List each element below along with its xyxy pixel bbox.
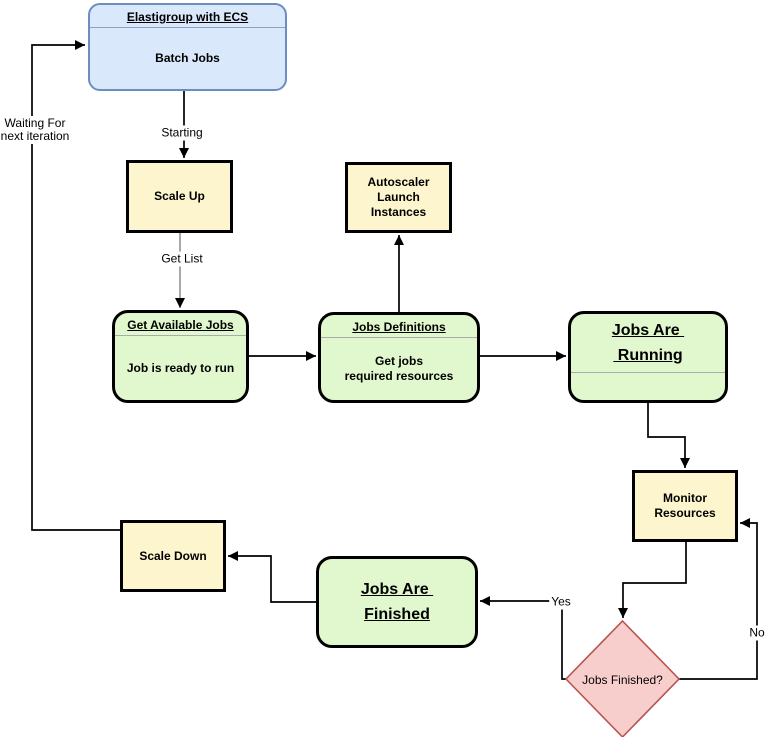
- get-available-jobs-body: Job is ready to run: [126, 360, 235, 375]
- elastigroup-divider: [90, 27, 285, 28]
- jobs-are-finished-title: Jobs Are Finished: [360, 581, 430, 623]
- jobs-are-running-divider: [571, 372, 725, 373]
- scale-down-label: Scale Down: [139, 548, 207, 563]
- node-scale-up: Scale Up: [126, 160, 233, 233]
- jobs-are-running-empty-section: [571, 373, 725, 400]
- jobs-definitions-title: Jobs Definitions: [352, 320, 446, 334]
- jobs-finished-decision-label: Jobs Finished?: [582, 673, 663, 687]
- edge-label-waiting: Waiting For next iteration: [0, 116, 72, 144]
- edge-label-starting: Starting: [159, 125, 205, 141]
- elastigroup-body: Batch Jobs: [155, 51, 220, 65]
- get-available-jobs-title: Get Available Jobs: [127, 318, 234, 332]
- node-jobs-definitions: Jobs Definitions Get jobs required resou…: [318, 312, 480, 403]
- jobs-are-running-title: Jobs Are Running: [611, 322, 683, 364]
- edge-label-no: No: [747, 625, 766, 641]
- edge-running-to-monitor: [647, 403, 690, 468]
- autoscaler-label: Autoscaler Launch Instances: [367, 175, 430, 219]
- node-jobs-are-running: Jobs Are Running: [568, 311, 728, 403]
- elastigroup-title: Elastigroup with ECS: [126, 10, 249, 24]
- edge-label-get-list: Get List: [159, 251, 205, 267]
- jobs-definitions-body: Get jobs required resources: [344, 354, 454, 383]
- node-scale-down: Scale Down: [120, 520, 226, 592]
- edge-yes: [480, 596, 567, 680]
- node-get-available-jobs: Get Available Jobs Job is ready to run: [112, 310, 249, 403]
- node-elastigroup-batch-jobs: Elastigroup with ECS Batch Jobs: [88, 3, 287, 91]
- edge-monitor-to-decision: [618, 542, 687, 618]
- node-jobs-finished-decision: Jobs Finished?: [564, 619, 681, 737]
- jobs-definitions-divider: [321, 337, 477, 338]
- node-jobs-are-finished: Jobs Are Finished: [316, 556, 478, 648]
- edge-label-yes: Yes: [549, 594, 573, 610]
- edge-no: [678, 518, 758, 680]
- diamond-shape: [564, 619, 681, 737]
- scale-up-label: Scale Up: [154, 189, 205, 203]
- node-monitor-resources: Monitor Resources: [632, 470, 738, 542]
- edge-finished-to-scaledown: [228, 551, 316, 603]
- edge-waiting-loop: [31, 40, 120, 531]
- node-autoscaler-launch-instances: Autoscaler Launch Instances: [345, 162, 452, 233]
- get-available-jobs-divider: [115, 335, 246, 336]
- monitor-resources-label: Monitor Resources: [654, 491, 716, 520]
